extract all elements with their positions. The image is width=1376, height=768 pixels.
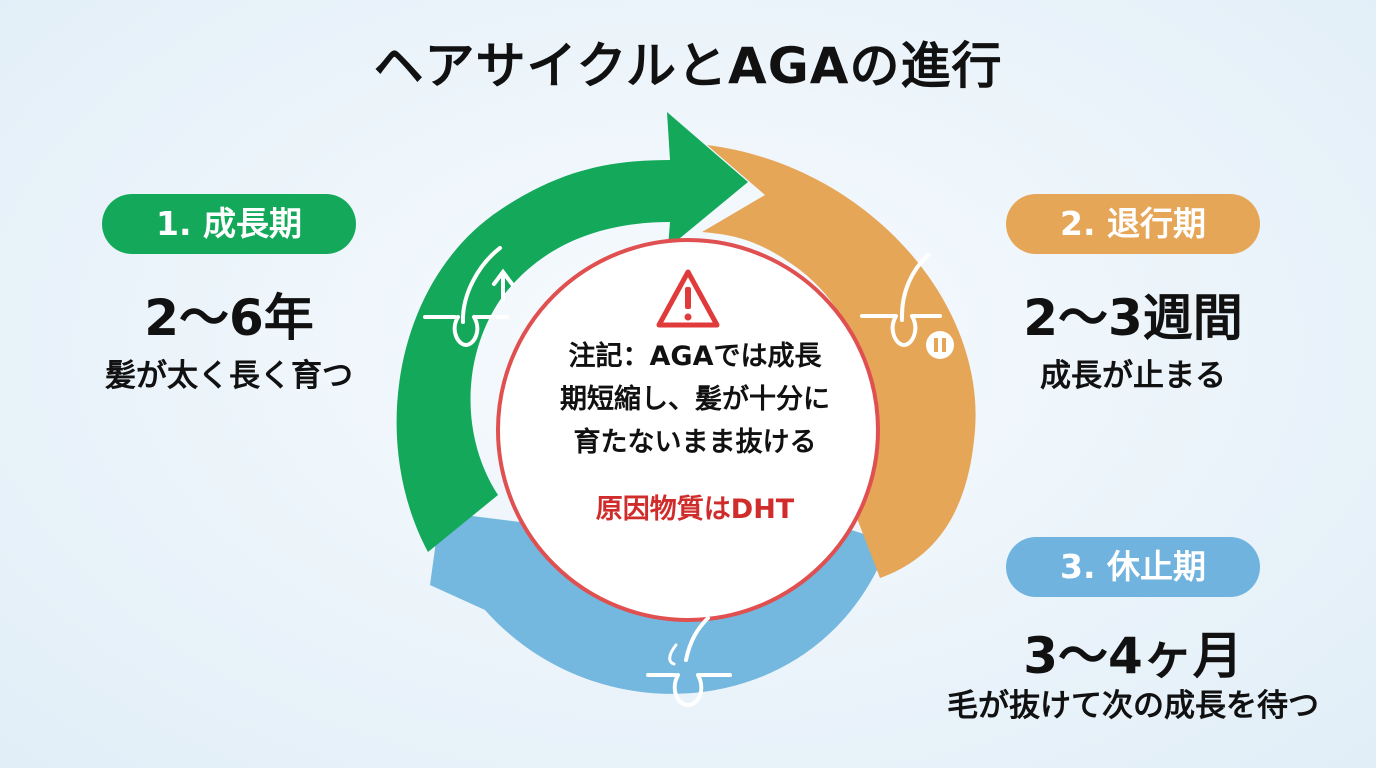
regression-phase-badge: 2. 退行期	[1006, 194, 1260, 254]
regression-phase-duration: 2〜3週間	[1023, 289, 1243, 347]
aga-note-line: 育たないまま抜ける	[573, 427, 817, 458]
dht-cause-text: 原因物質はDHT	[595, 494, 795, 525]
aga-note-line: 期短縮し、髪が十分に	[560, 384, 830, 415]
growth-phase-description: 髪が太く長く育つ	[105, 358, 353, 394]
center-circle	[496, 238, 880, 622]
hair-shedding-icon	[646, 616, 732, 708]
page-title: ヘアサイクルとAGAの進行	[373, 37, 1003, 95]
hair-paused-icon	[860, 253, 954, 359]
rest-phase-description: 毛が抜けて次の成長を待つ	[947, 688, 1319, 724]
aga-note-line: 注記：AGAでは成長	[568, 341, 822, 372]
hair-growing-icon	[423, 246, 514, 348]
rest-phase-badge: 3. 休止期	[1006, 537, 1260, 597]
regression-arc	[702, 145, 976, 578]
growth-arc	[396, 112, 748, 552]
regression-phase-description: 成長が止まる	[1040, 358, 1226, 394]
warning-icon	[656, 269, 720, 328]
aga-note: 注記：AGAでは成長 期短縮し、髪が十分に 育たないまま抜ける	[530, 335, 860, 464]
growth-phase-badge: 1. 成長期	[102, 194, 356, 254]
growth-phase-duration: 2〜6年	[144, 289, 314, 347]
rest-phase-duration: 3〜4ヶ月	[1023, 627, 1243, 685]
